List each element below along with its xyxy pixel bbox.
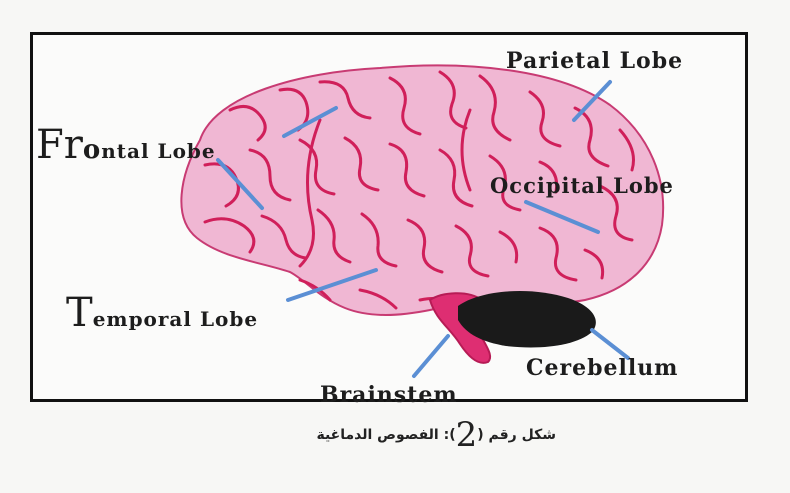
- caption-suffix: ): الفصوص الدماغية: [316, 427, 455, 443]
- label-temporal-rest: emporal Lobe: [93, 307, 258, 331]
- label-cerebellum: Cerebellum: [526, 355, 678, 381]
- pointer-brainstem: [414, 336, 448, 376]
- label-frontal-rest: ntal Lobe: [101, 139, 215, 163]
- figure-caption: شكل رقم (2): الفصوص الدماغية: [256, 418, 556, 452]
- label-temporal-lobe: Temporal Lobe: [66, 290, 258, 336]
- label-frontal-lobe: Frontal Lobe: [36, 122, 216, 168]
- pointer-cerebellum: [592, 330, 628, 358]
- caption-number: 2: [456, 415, 478, 455]
- caption-prefix: شكل رقم (: [477, 427, 556, 443]
- label-frontal-initial: Fr: [36, 122, 83, 168]
- label-frontal-o: o: [83, 135, 101, 165]
- label-temporal-initial: T: [66, 290, 93, 336]
- label-parietal-lobe: Parietal Lobe: [506, 48, 683, 74]
- label-occipital-lobe: Occipital Lobe: [490, 173, 674, 198]
- label-brainstem: Brainstem: [320, 382, 458, 408]
